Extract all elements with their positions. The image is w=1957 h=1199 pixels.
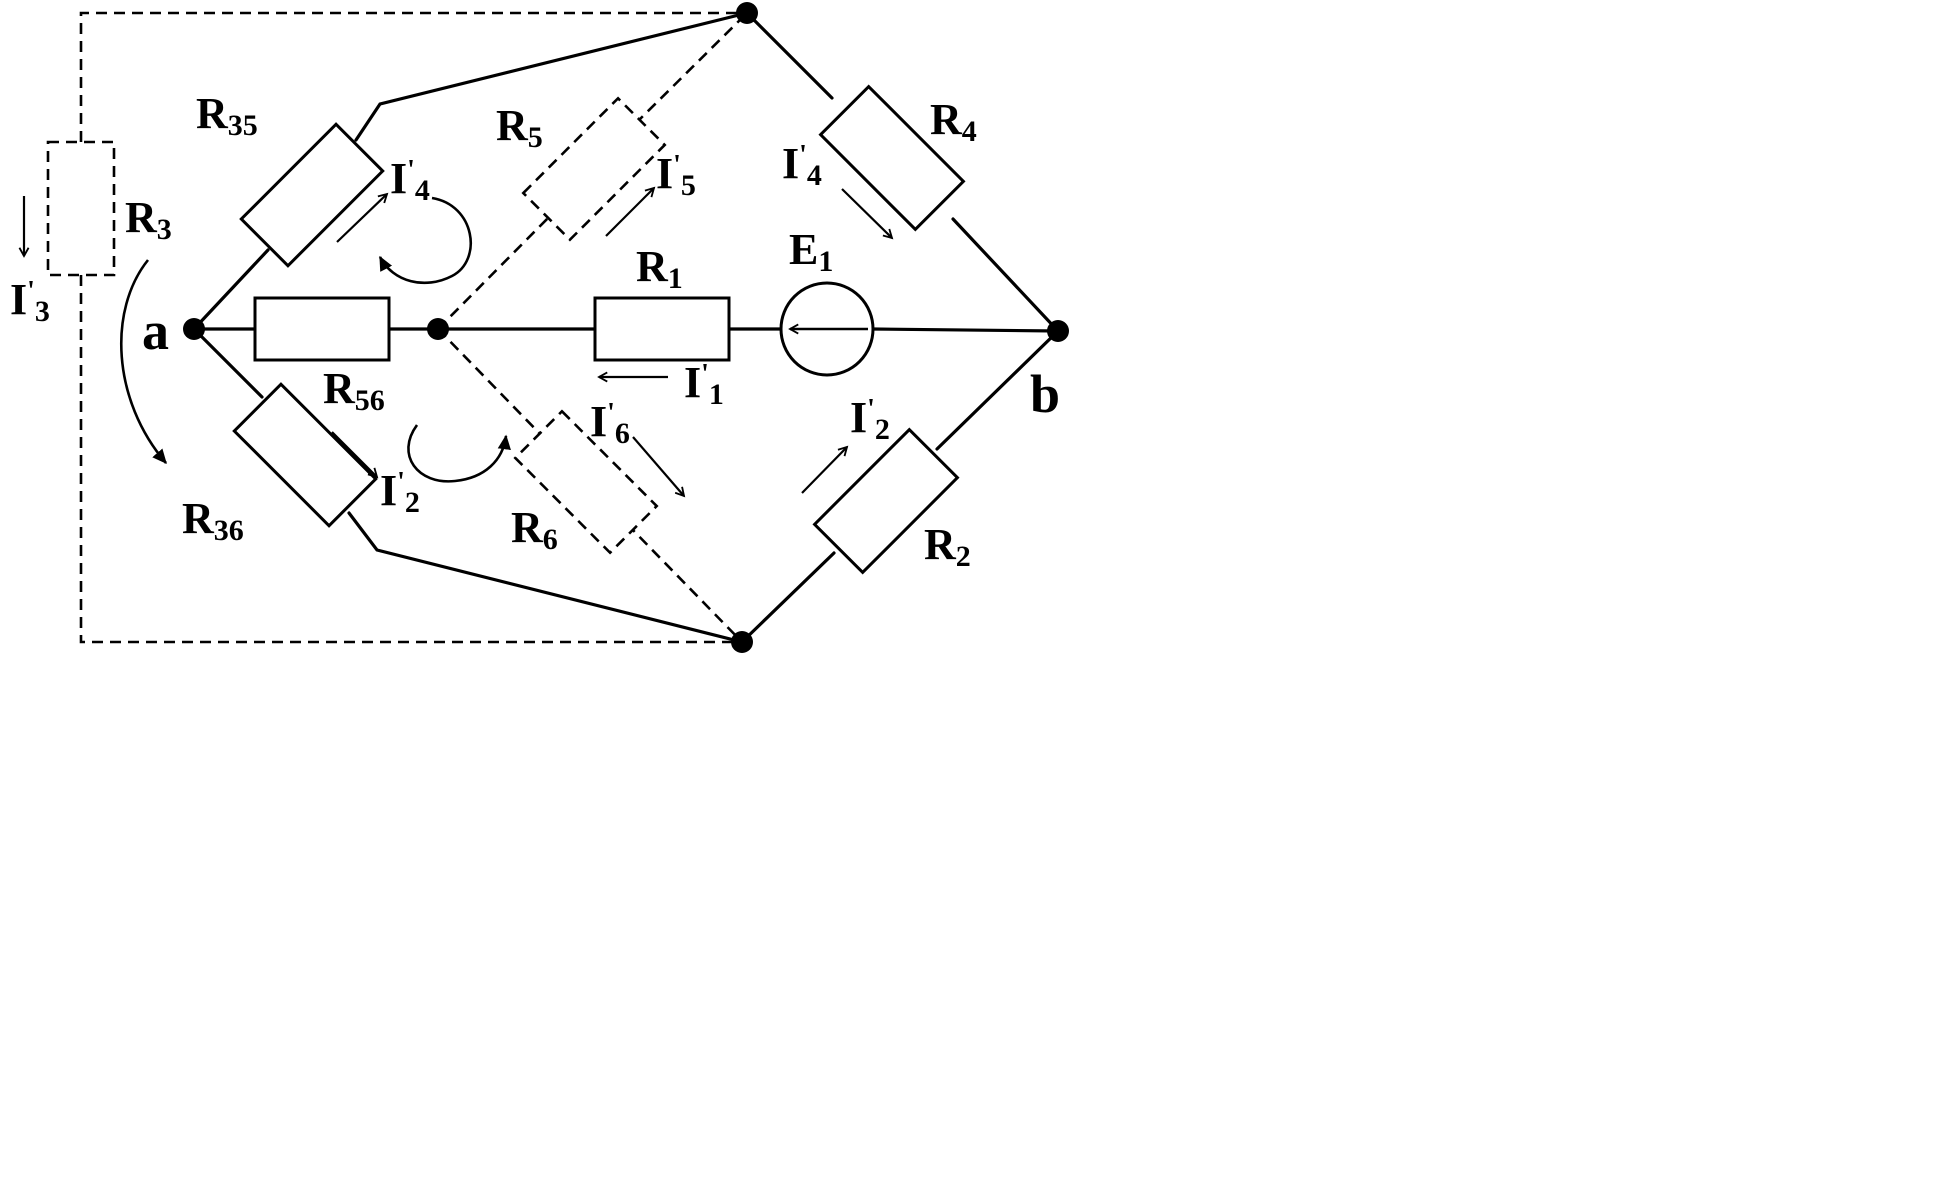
node-mid bbox=[427, 318, 449, 340]
wire-e1-b bbox=[871, 327, 1060, 333]
label-r3: R3 bbox=[125, 193, 172, 246]
resistor-r5 bbox=[521, 96, 667, 242]
wire-a-r36 bbox=[192, 327, 264, 399]
emf-source-e1 bbox=[779, 281, 875, 377]
resistor-r35 bbox=[239, 122, 385, 268]
dashed-wire-mid-r5 bbox=[437, 212, 554, 330]
node-b bbox=[1047, 320, 1069, 342]
wire-bottom-r2 bbox=[740, 551, 836, 644]
dashed-wire-mid-r6 bbox=[437, 328, 547, 441]
label-i3: I'3 bbox=[10, 275, 50, 328]
wire-r35-top bbox=[354, 11, 749, 142]
label-r6: R6 bbox=[511, 503, 558, 556]
dashed-wire-r3-bottom bbox=[79, 275, 742, 644]
arrow-i6 bbox=[632, 436, 684, 496]
wire-a-r35 bbox=[192, 248, 270, 331]
loop-arrow-outer bbox=[119, 259, 167, 465]
arrow-i4-right bbox=[841, 188, 892, 238]
wire-r36-bottom bbox=[347, 511, 744, 644]
label-i4-left: I'4 bbox=[390, 154, 430, 207]
label-r2: R2 bbox=[924, 520, 971, 573]
node-label-b: b bbox=[1030, 364, 1060, 424]
wire-r2-b bbox=[935, 329, 1060, 451]
label-i4-right: I'4 bbox=[782, 139, 822, 192]
dashed-wire-r5-top bbox=[634, 12, 748, 125]
resistor-r1 bbox=[593, 296, 731, 362]
dashed-wires bbox=[79, 11, 748, 644]
label-r35: R35 bbox=[196, 89, 258, 142]
label-r5: R5 bbox=[496, 101, 543, 154]
node-label-a: a bbox=[142, 301, 169, 361]
resistor-r4 bbox=[818, 84, 966, 232]
label-r4: R4 bbox=[930, 95, 977, 148]
node-top bbox=[736, 2, 758, 24]
loop-arrow-lower bbox=[407, 424, 511, 483]
node-bottom bbox=[731, 631, 753, 653]
arrow-i5 bbox=[605, 188, 654, 237]
resistor-r6 bbox=[513, 409, 659, 555]
node-a bbox=[183, 318, 205, 340]
label-e1: E1 bbox=[789, 225, 833, 278]
arrow-i2-right bbox=[801, 447, 847, 494]
arrow-i4-left bbox=[336, 194, 387, 243]
label-r56: R56 bbox=[323, 364, 385, 417]
wire-r4-b bbox=[951, 217, 1060, 333]
label-i5: I'5 bbox=[656, 149, 696, 202]
label-i6: I'6 bbox=[590, 397, 630, 450]
label-r36: R36 bbox=[182, 494, 244, 547]
solid-wires bbox=[192, 11, 1060, 644]
label-r1: R1 bbox=[636, 242, 683, 295]
label-i1: I'1 bbox=[684, 358, 724, 411]
arrow-i2-left bbox=[331, 431, 377, 477]
dashed-wire-r3-top bbox=[79, 11, 747, 142]
dashed-wire-r6-bottom bbox=[626, 523, 743, 643]
loop-arrow-upper bbox=[378, 196, 473, 285]
current-arrows bbox=[24, 188, 892, 496]
resistor-r2 bbox=[812, 427, 960, 575]
label-i2-right: I'2 bbox=[850, 393, 890, 446]
resistor-r56 bbox=[253, 296, 391, 362]
wire-top-r4 bbox=[745, 11, 834, 100]
resistor-r36 bbox=[232, 382, 378, 528]
label-i2-left: I'2 bbox=[380, 466, 420, 519]
resistor-r3 bbox=[46, 140, 116, 277]
